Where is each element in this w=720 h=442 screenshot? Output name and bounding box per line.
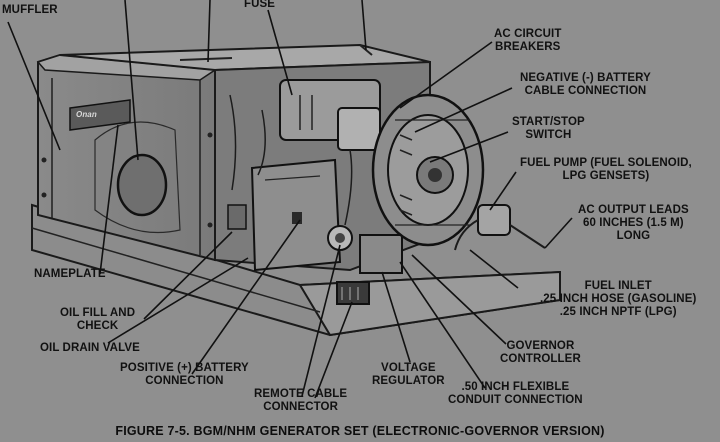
label-fuel-inlet: FUEL INLET .25 INCH HOSE (GASOLINE) .25 … [540, 280, 697, 318]
nameplate [69, 99, 131, 131]
figure-caption: FIGURE 7-5. BGM/NHM GENERATOR SET (ELECT… [115, 424, 605, 438]
leader-lines [7, 0, 573, 399]
label-negative-battery: NEGATIVE (-) BATTERY CABLE CONNECTION [520, 72, 651, 97]
label-nameplate: NAMEPLATE [34, 268, 106, 280]
label-start-stop-switch: START/STOP SWITCH [512, 116, 585, 141]
engine-block [214, 60, 431, 305]
label-fuse: FUSE [244, 0, 276, 10]
label-muffler: MUFFLER [2, 4, 58, 16]
generator-end [371, 93, 485, 247]
label-oil-drain-valve: OIL DRAIN VALVE [40, 342, 140, 354]
nameplate-brand-text: Onan [76, 110, 97, 119]
label-governor-controller: GOVERNOR CONTROLLER [500, 340, 581, 365]
label-conduit-connection: .50 INCH FLEXIBLE CONDUIT CONNECTION [448, 381, 583, 406]
label-oil-fill-check: OIL FILL AND CHECK [60, 307, 136, 332]
label-ac-output-leads: AC OUTPUT LEADS 60 INCHES (1.5 M) LONG [578, 204, 689, 242]
fuel-pump [454, 204, 546, 251]
label-remote-cable-connector: REMOTE CABLE CONNECTOR [254, 388, 348, 413]
label-fuel-pump: FUEL PUMP (FUEL SOLENOID, LPG GENSETS) [520, 157, 692, 182]
label-positive-battery: POSITIVE (+) BATTERY CONNECTION [120, 362, 249, 387]
label-ac-circuit-breakers: AC CIRCUIT BREAKERS [494, 28, 562, 53]
label-voltage-regulator: VOLTAGE REGULATOR [372, 362, 445, 387]
